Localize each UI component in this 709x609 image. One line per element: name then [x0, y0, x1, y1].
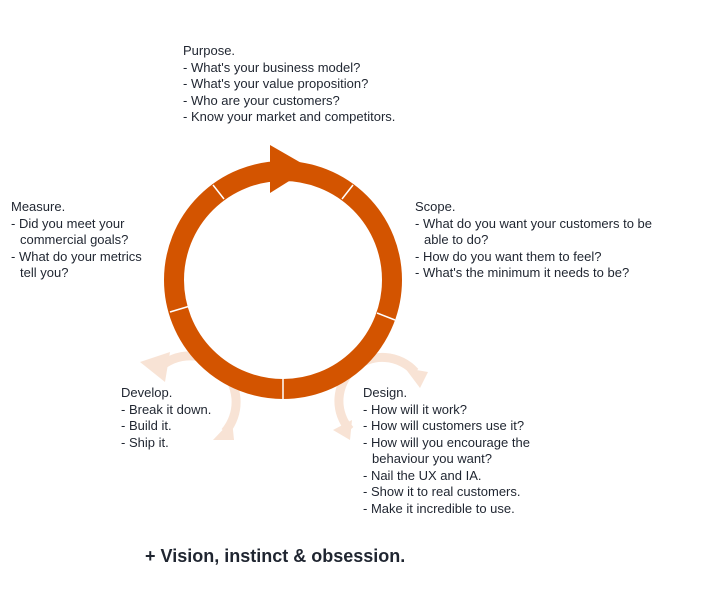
purpose-item: - What's your value proposition?	[183, 76, 369, 91]
cycle-arrowhead	[270, 145, 310, 193]
purpose-block: Purpose. - What's your business model? -…	[183, 43, 395, 126]
measure-block: Measure. - Did you meet your commercial …	[11, 199, 161, 282]
purpose-title: Purpose.	[183, 43, 236, 58]
scope-item: - What do you want your customers to be …	[415, 215, 652, 248]
develop-item: - Build it.	[121, 418, 172, 433]
tagline: + Vision, instinct & obsession.	[145, 546, 406, 566]
scope-item: - What's the minimum it needs to be?	[415, 265, 630, 280]
develop-item: - Ship it.	[121, 434, 169, 450]
design-item: - How will customers use it?	[363, 418, 525, 433]
develop-title: Develop.	[121, 385, 173, 400]
design-title: Design.	[363, 385, 408, 400]
measure-item: - Did you meet your commercial goals?	[11, 215, 129, 248]
measure-item: - What do your metrics tell you?	[11, 248, 142, 281]
develop-item: - Break it down.	[121, 401, 212, 417]
purpose-item: - What's your business model?	[183, 59, 361, 75]
design-item: - Show it to real customers.	[363, 484, 521, 499]
scope-title: Scope.	[415, 199, 456, 214]
measure-title: Measure.	[11, 199, 66, 214]
design-item: - How will you encourage the behaviour y…	[363, 434, 530, 467]
scope-block: Scope. - What do you want your customers…	[415, 199, 655, 282]
scope-item: - How do you want them to feel?	[415, 248, 602, 264]
design-item: - Make it incredible to use.	[363, 500, 515, 516]
design-block: Design. - How will it work? - How will c…	[363, 385, 553, 517]
develop-block: Develop. - Break it down. - Build it. - …	[121, 385, 211, 451]
main-cycle-ring	[164, 161, 402, 399]
segment-dividers	[169, 184, 396, 400]
purpose-item: - Who are your customers?	[183, 92, 340, 108]
design-item: - Nail the UX and IA.	[363, 467, 482, 483]
purpose-item: - Know your market and competitors.	[183, 109, 396, 124]
design-item: - How will it work?	[363, 401, 468, 417]
